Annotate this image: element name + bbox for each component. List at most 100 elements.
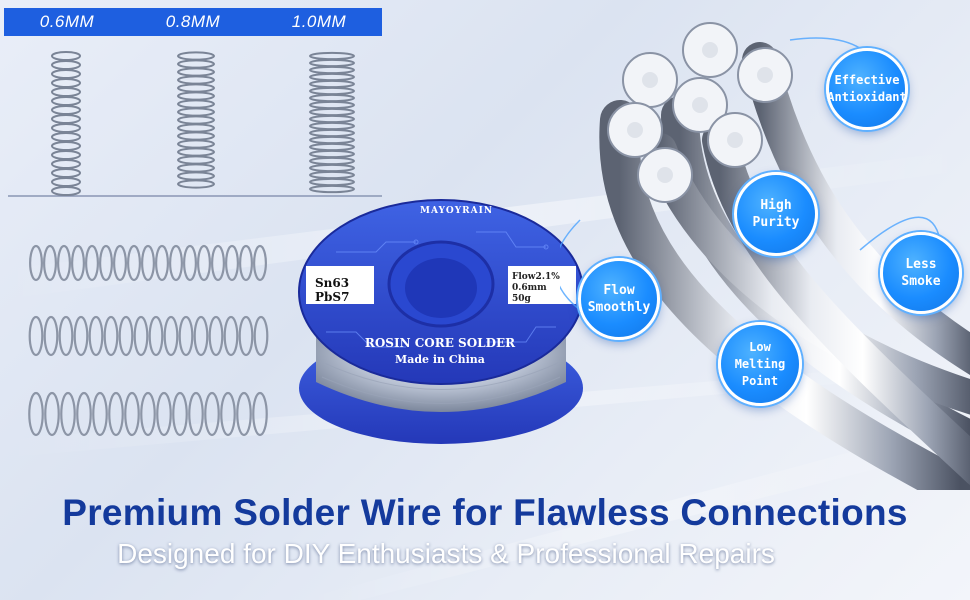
spool-spec-line1: Flow2.1% xyxy=(512,272,560,282)
coil-loop xyxy=(44,391,60,437)
coil-loop xyxy=(51,149,81,161)
coil-loop xyxy=(177,171,215,181)
feature-smoke-badge: Less Smoke xyxy=(880,232,962,314)
coil-loop xyxy=(51,95,81,107)
coil-loop xyxy=(177,75,215,85)
coil-loop xyxy=(155,244,169,282)
coil-loop xyxy=(124,391,140,437)
coil-loop xyxy=(169,244,183,282)
coil-loop xyxy=(236,391,252,437)
coil-loop xyxy=(253,315,269,357)
coil-loop xyxy=(51,158,81,170)
coil-loop xyxy=(177,99,215,109)
coil-loop xyxy=(92,391,108,437)
coil-loop xyxy=(51,131,81,143)
coil-loop xyxy=(309,121,355,131)
coil-loop xyxy=(113,244,127,282)
coil-loop xyxy=(172,391,188,437)
coil-loop xyxy=(309,170,355,180)
coil-loop xyxy=(223,315,239,357)
coil-loop xyxy=(309,86,355,96)
size-label-0-8: 0.8MM xyxy=(165,12,221,31)
coil-loop xyxy=(178,315,194,357)
coil-loop xyxy=(309,114,355,124)
coil-loop xyxy=(51,50,81,62)
coil-loop xyxy=(177,115,215,125)
coil-loop xyxy=(309,51,355,61)
feature-antioxidant-badge: Effective Antioxidant xyxy=(826,48,908,130)
coil-loop xyxy=(252,391,268,437)
coil-loop xyxy=(51,122,81,134)
feature-melting-badge: Low Melting Point xyxy=(718,322,802,406)
spool-spec-line2: 0.6mm xyxy=(512,283,547,293)
coil-loop xyxy=(177,155,215,165)
coil-loop xyxy=(133,315,149,357)
coil-loop xyxy=(177,163,215,173)
coil-loop xyxy=(140,391,156,437)
coil-loop xyxy=(51,59,81,71)
coil-loop xyxy=(177,147,215,157)
coil-loop xyxy=(177,107,215,117)
coil-loop xyxy=(57,244,71,282)
coil-loop xyxy=(309,128,355,138)
coil-loop xyxy=(177,91,215,101)
feature-flow-badge: Flow Smoothly xyxy=(578,258,660,340)
spool-spec-line3: 50g xyxy=(512,294,531,304)
coil-loop xyxy=(76,391,92,437)
coil-loop xyxy=(309,72,355,82)
coil-loop xyxy=(51,68,81,80)
coil-loop xyxy=(51,176,81,188)
coil-loop xyxy=(309,156,355,166)
solder-spool xyxy=(298,199,584,444)
coil-loop xyxy=(51,185,81,197)
coil-loop xyxy=(208,315,224,357)
subheadline: Designed for DIY Enthusiasts & Professio… xyxy=(117,538,775,569)
coil-loop xyxy=(71,244,85,282)
coil-loop xyxy=(309,149,355,159)
size-label-1-0: 1.0MM xyxy=(291,12,347,31)
coil-loop xyxy=(183,244,197,282)
coil-loop xyxy=(220,391,236,437)
coil-loop xyxy=(177,51,215,61)
coil-loop xyxy=(309,58,355,68)
coil-loop xyxy=(188,391,204,437)
coil-loop xyxy=(28,315,44,357)
coil-loop xyxy=(309,163,355,173)
coil-loop xyxy=(309,65,355,75)
coil-loop xyxy=(99,244,113,282)
spool-brand: MAYOYRAIN xyxy=(420,206,494,216)
size-label-0-6: 0.6MM xyxy=(39,12,95,31)
wire-size-labels: 0.6MM 0.8MM 1.0MM xyxy=(4,8,382,36)
coil-loop xyxy=(225,244,239,282)
coil-loop xyxy=(309,135,355,145)
coil-loop xyxy=(73,315,89,357)
coil-loop xyxy=(51,77,81,89)
headline: Premium Solder Wire for Flawless Connect… xyxy=(62,492,908,533)
coil-loop xyxy=(127,244,141,282)
coil-loop xyxy=(108,391,124,437)
coil-loop xyxy=(28,391,44,437)
coil-loop xyxy=(148,315,164,357)
coil-loop xyxy=(118,315,134,357)
coil-loop xyxy=(51,86,81,98)
coil-loop xyxy=(177,67,215,77)
horizontal-wire-coils xyxy=(28,244,269,437)
coil-loop xyxy=(51,140,81,152)
coil-loop xyxy=(51,113,81,125)
spool-alloy-line1: Sn63 xyxy=(315,276,350,290)
coil-loop xyxy=(51,104,81,116)
coil-loop xyxy=(60,391,76,437)
vertical-wire-coils xyxy=(8,50,382,197)
feature-purity-badge: High Purity xyxy=(734,172,818,256)
coil-loop xyxy=(238,315,254,357)
coil-loop xyxy=(309,93,355,103)
coil-loop xyxy=(253,244,267,282)
coil-loop xyxy=(29,244,43,282)
coil-loop xyxy=(156,391,172,437)
coil-loop xyxy=(309,184,355,194)
coil-loop xyxy=(58,315,74,357)
coil-loop xyxy=(309,177,355,187)
coil-loop xyxy=(309,100,355,110)
coil-loop xyxy=(309,107,355,117)
